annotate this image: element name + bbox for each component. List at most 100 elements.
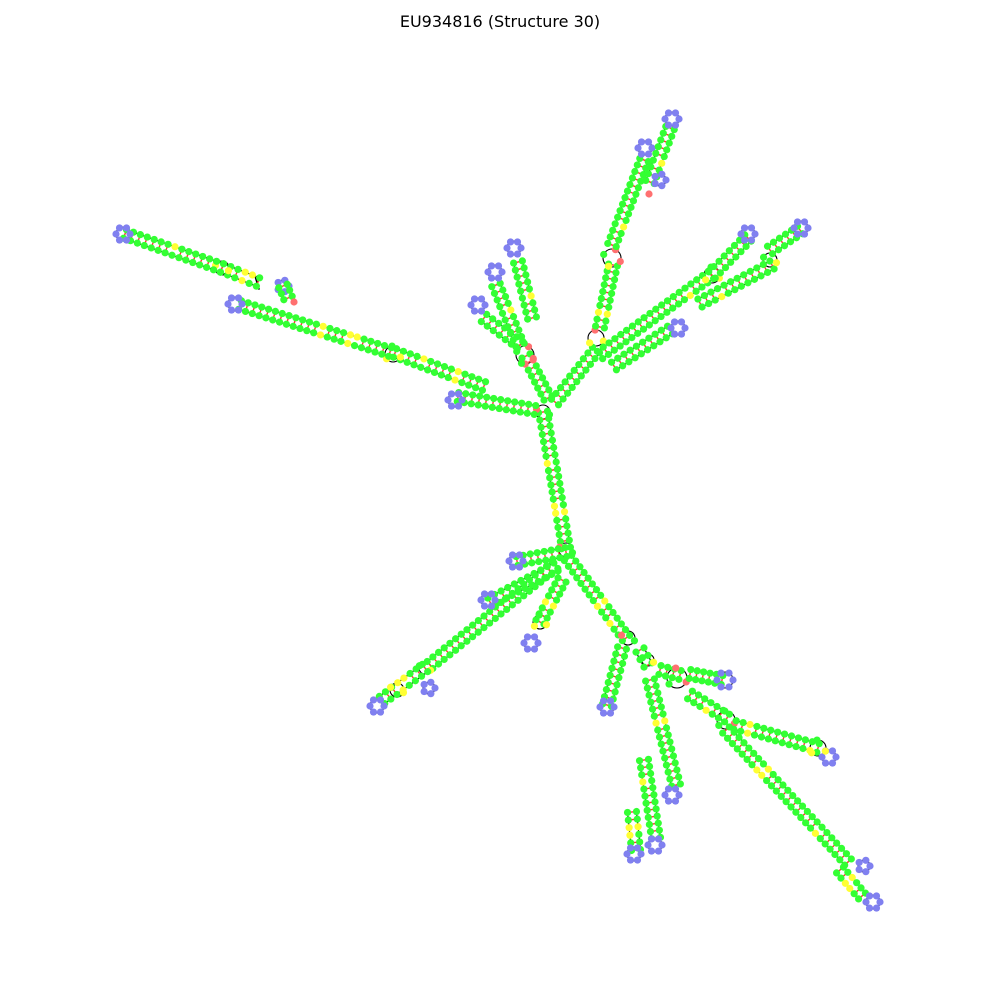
hairpin-nucleotide — [637, 138, 646, 146]
nucleotide — [550, 502, 559, 510]
nucleotide — [767, 726, 775, 734]
nucleotide — [241, 307, 250, 316]
nucleotide — [620, 652, 629, 660]
nucleotide — [746, 720, 754, 729]
nucleotide — [612, 242, 620, 251]
nucleotide — [337, 337, 345, 345]
nucleotide — [277, 290, 285, 298]
nucleotide — [725, 723, 733, 731]
hairpin-nucleotide — [470, 307, 479, 315]
nucleotide — [481, 402, 489, 410]
nucleotide — [685, 674, 693, 683]
nucleotide — [344, 339, 352, 348]
nucleotide — [286, 286, 294, 294]
nucleotide — [541, 445, 549, 453]
nucleotide — [502, 406, 510, 414]
hairpin-nucleotide — [454, 390, 463, 398]
nucleotide — [564, 529, 572, 537]
nucleotide — [528, 559, 536, 567]
nucleotide — [486, 619, 494, 627]
nucleotide — [468, 633, 477, 641]
nucleotide — [544, 592, 553, 600]
nucleotide — [589, 597, 597, 605]
nucleotide — [549, 602, 558, 610]
nucleotide — [686, 291, 694, 300]
nucleotide — [542, 574, 551, 582]
nucleotide — [651, 330, 659, 338]
nucleotide — [650, 791, 658, 799]
nucleotide — [554, 545, 562, 553]
nucleotide — [846, 884, 854, 893]
nucleotide — [764, 765, 772, 773]
nucleotide — [668, 745, 676, 753]
nucleotide — [618, 637, 626, 645]
nucleotide — [539, 438, 548, 446]
nucleotide — [614, 213, 622, 221]
nucleotide — [540, 547, 548, 556]
nucleotide — [599, 288, 607, 296]
hairpin-nucleotide — [671, 121, 680, 129]
nucleotide — [548, 436, 557, 444]
nucleotide — [562, 578, 570, 586]
nucleotide — [770, 265, 778, 273]
nucleotide — [642, 176, 650, 185]
nucleotide — [474, 628, 482, 636]
nucleotide — [440, 644, 448, 652]
nucleotide — [561, 543, 569, 552]
nucleotide — [480, 612, 488, 620]
nucleotide — [547, 481, 555, 489]
nucleotide — [798, 802, 807, 810]
hairpin-nucleotide — [513, 238, 522, 246]
nucleotide — [763, 776, 771, 785]
nucleotide — [721, 263, 730, 272]
hairpin-nucleotide — [725, 683, 733, 691]
nucleotide — [847, 855, 855, 863]
nucleotide — [702, 706, 710, 714]
nucleotide — [645, 820, 653, 829]
nucleotide — [546, 474, 554, 482]
nucleotide — [634, 329, 642, 337]
nucleotide — [285, 312, 293, 320]
nucleotide — [592, 586, 601, 594]
nucleotide — [556, 538, 564, 546]
nucleotide — [501, 336, 509, 344]
nucleotide — [488, 283, 496, 291]
nucleotide — [711, 296, 719, 304]
nucleotide — [143, 233, 151, 241]
nucleotide — [171, 243, 179, 251]
hairpin-nucleotide — [487, 602, 496, 610]
stem-backbone — [615, 333, 674, 371]
nucleotide — [488, 403, 496, 411]
nucleotide — [518, 257, 526, 265]
nucleotide — [288, 292, 296, 300]
nucleotide — [698, 677, 706, 685]
hairpin-nucleotide — [126, 230, 134, 238]
nucleotide — [251, 301, 259, 309]
nucleotide — [503, 605, 511, 614]
nucleotide — [647, 769, 655, 778]
loop-nucleotide — [617, 631, 626, 639]
stem-backbone — [550, 346, 594, 400]
hairpin-nucleotide — [369, 708, 378, 716]
nucleotide — [290, 298, 298, 306]
nucleotide — [730, 728, 738, 736]
nucleotide — [643, 684, 651, 692]
nucleotide — [507, 340, 515, 348]
nucleotide — [720, 281, 728, 289]
nucleotide — [185, 248, 193, 256]
hairpin-nucleotide — [634, 144, 642, 152]
hairpin-nucleotide — [234, 306, 243, 314]
nucleotide — [374, 339, 382, 348]
hairpin-nucleotide — [234, 294, 243, 302]
nucleotide — [509, 407, 517, 415]
nucleotide — [133, 239, 141, 247]
nucleotide — [275, 284, 283, 292]
nucleotide — [645, 691, 653, 699]
nucleotide — [768, 250, 777, 258]
nucleotide — [573, 574, 581, 582]
nucleotide — [536, 416, 544, 424]
hairpin-nucleotide — [599, 697, 608, 705]
nucleotide — [518, 354, 526, 362]
nucleotide — [694, 295, 702, 303]
nucleotide — [497, 610, 505, 618]
